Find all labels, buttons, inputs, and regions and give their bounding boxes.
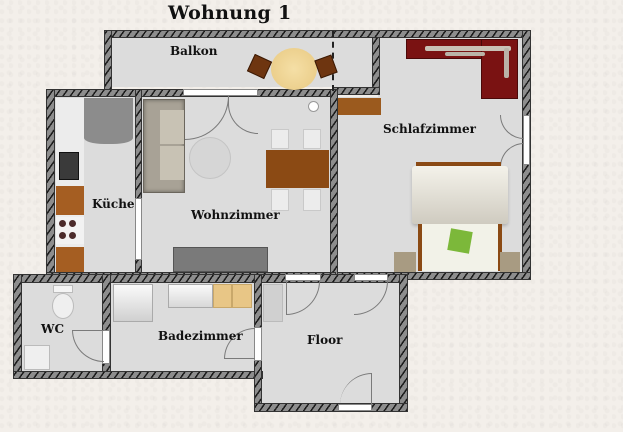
room-label-schlafzimmer: Schlafzimmer — [383, 122, 476, 136]
room-label-wc: WC — [41, 322, 65, 336]
hallway-cabinet-icon — [263, 284, 283, 322]
sofa-seat-top-icon — [160, 110, 184, 144]
room-label-floor: Floor — [307, 333, 343, 347]
wall-balkon-right — [372, 30, 380, 90]
dining-chair-icon — [303, 129, 321, 149]
room-label-kueche: Küche — [92, 197, 135, 211]
wall-schlaf-inner-horizontal — [332, 87, 380, 95]
dining-table-icon — [266, 150, 329, 188]
sofa-cushions-side-icon — [504, 48, 509, 78]
toilet-tank-icon — [53, 285, 73, 293]
green-pillow-icon — [447, 228, 473, 254]
wall-balkon-left — [104, 30, 112, 90]
bathroom-cabinet-icon — [232, 284, 252, 308]
room-label-balkon: Balkon — [170, 44, 218, 58]
wall-schlaf-top — [332, 30, 531, 38]
stove-burner-icon — [69, 232, 76, 239]
stove-burner-icon — [59, 232, 66, 239]
balkon-round-table-icon — [271, 48, 317, 90]
sofa-cushions-lower-icon — [445, 52, 485, 56]
sofa-cushions-icon — [425, 46, 511, 51]
nightstand-right-icon — [500, 252, 520, 272]
schlaf-window — [523, 115, 530, 165]
wall-main-left — [46, 89, 55, 279]
toilet-bowl-icon — [52, 293, 74, 319]
dining-chair-icon — [303, 189, 321, 211]
room-label-wohnzimmer: Wohnzimmer — [191, 208, 280, 222]
kitchen-cabinet-wood-lower-icon — [56, 247, 84, 272]
wall-lower-bottom — [13, 371, 263, 379]
plant-pot-icon — [308, 101, 319, 112]
room-label-badezimmer: Badezimmer — [158, 329, 243, 343]
wohn-door-opening[interactable] — [285, 274, 321, 281]
schlaf-door-opening[interactable] — [354, 274, 388, 281]
bed-duvet-icon — [412, 166, 508, 224]
wall-lower-top — [13, 274, 408, 283]
round-coffee-table-icon — [189, 137, 231, 179]
kitchen-cabinet-wood-icon — [56, 186, 84, 215]
stove-burner-icon — [59, 220, 66, 227]
bed-headboard-icon — [416, 162, 501, 166]
stove-burner-icon — [69, 220, 76, 227]
bathroom-cabinet-icon — [213, 284, 232, 308]
wc-washbasin-icon — [24, 345, 50, 370]
dining-chair-icon — [271, 189, 289, 211]
fridge-icon — [84, 98, 133, 144]
bad-door-opening[interactable] — [254, 327, 262, 361]
tv-sideboard-icon — [173, 247, 268, 272]
kueche-doorway[interactable] — [135, 198, 142, 260]
nightstand-left-icon — [394, 252, 416, 272]
wall-wc-left — [13, 274, 22, 379]
shower-tray-icon — [113, 284, 153, 322]
stove-icon — [56, 217, 84, 244]
kitchen-sink-icon — [59, 152, 79, 180]
entrance-door-opening[interactable] — [338, 404, 372, 411]
wall-flur-right — [399, 274, 408, 412]
plan-title: Wohnung 1 — [168, 2, 292, 24]
wall-flur-bottom — [254, 403, 408, 412]
wall-wohn-schlaf — [330, 89, 338, 279]
kitchen-counter-icon — [56, 98, 84, 272]
bathroom-sink-icon — [168, 284, 213, 308]
sofa-seat-bottom-icon — [160, 146, 184, 180]
sideboard-icon — [338, 98, 381, 115]
balkon-door-opening[interactable] — [183, 89, 258, 96]
dining-chair-icon — [271, 129, 289, 149]
